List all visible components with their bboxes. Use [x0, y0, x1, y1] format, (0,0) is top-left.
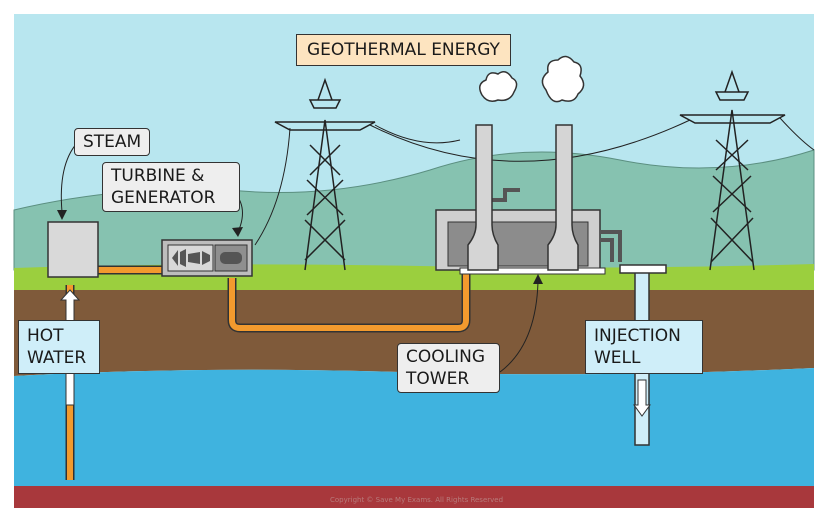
steam-label: STEAM [74, 128, 151, 156]
copyright-text: Copyright © Save My Exams. All Rights Re… [330, 496, 504, 504]
pylon-left [274, 77, 376, 271]
hot-water-line2: WATER [27, 348, 87, 368]
diagram-title: GEOTHERMAL ENERGY [296, 34, 511, 66]
power-cables [254, 117, 815, 246]
turbine-label-line2: GENERATOR [111, 188, 216, 208]
injection-arrow [633, 379, 651, 417]
hot-water-line1: HOT [27, 326, 64, 346]
magma-layer [14, 486, 814, 508]
steam-separator-box [47, 221, 99, 278]
cooling-arrowhead [533, 274, 543, 284]
hot-water-label: HOT WATER [18, 320, 100, 374]
injection-line2: WELL [594, 348, 641, 368]
turbine-label-line1: TURBINE & [111, 166, 205, 186]
injection-cap [619, 264, 667, 274]
turbine-generator-label: TURBINE & GENERATOR [102, 162, 240, 212]
injection-well-label: INJECTION WELL [585, 320, 703, 374]
cooling-tower-label: COOLING TOWER [397, 343, 500, 393]
cooling-line1: COOLING [406, 347, 486, 367]
turbine-arrowhead [232, 227, 243, 237]
water-layer [14, 368, 814, 488]
pylon-right [679, 69, 786, 271]
cooling-tower-building [435, 55, 622, 275]
injection-line1: INJECTION [594, 326, 681, 346]
turbine-generator-unit [161, 239, 253, 277]
cooling-line2: TOWER [406, 369, 470, 389]
steam-arrowhead [57, 210, 67, 220]
